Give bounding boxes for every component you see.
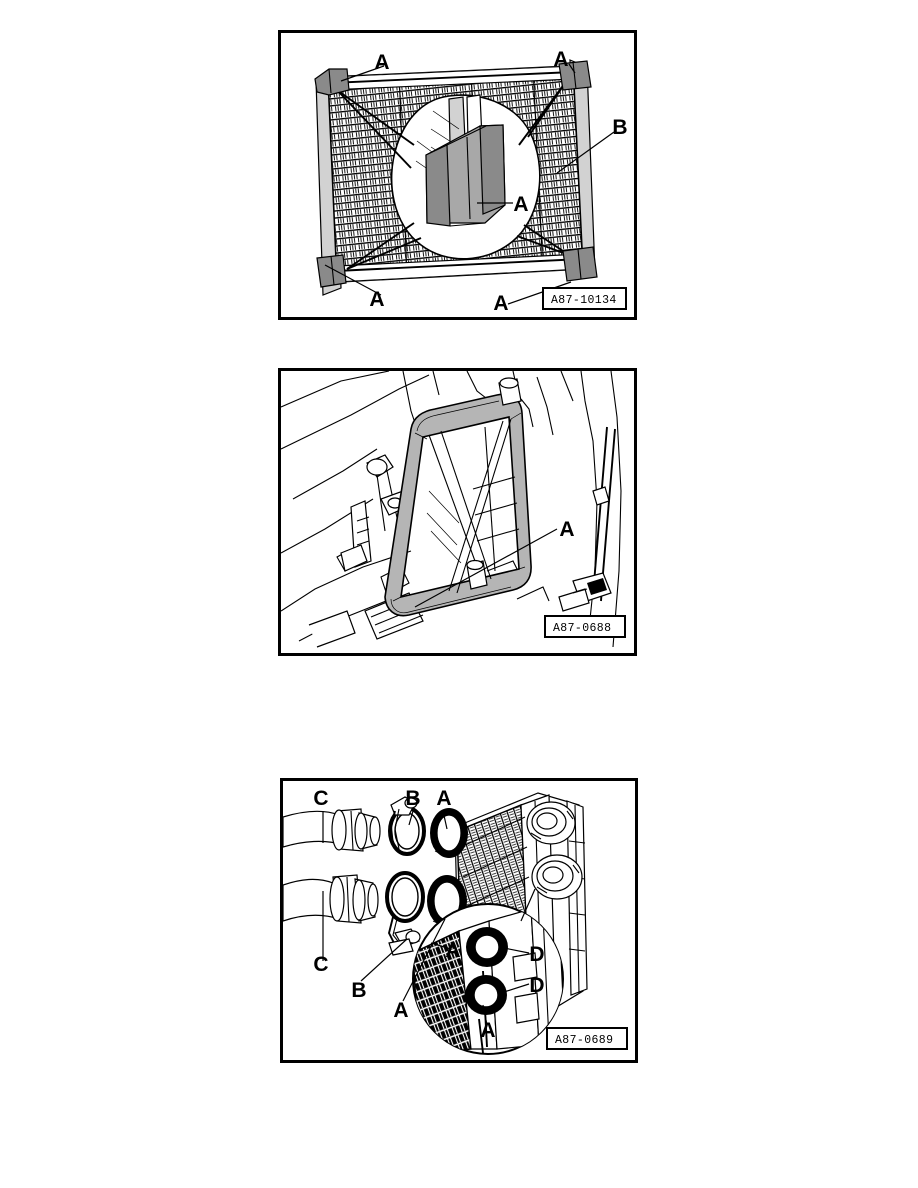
leader-a-detail-left [430, 942, 452, 950]
detail-port-upper [466, 927, 508, 967]
figure-1-drawing: A A B A A A A87-10134 [314, 48, 628, 315]
callout-a-seal: A [559, 518, 574, 541]
hose-lower [283, 874, 379, 924]
callout-b-lower: B [351, 979, 366, 1002]
corner-mount-bracket-bottom-left [316, 254, 347, 288]
corner-mount-bracket-top-right [558, 60, 592, 91]
leader-a-seal [414, 528, 558, 608]
center-insulation-block [425, 124, 506, 227]
corner-mount-bracket-bottom-right [562, 246, 598, 282]
exchanger-port-lower [531, 854, 583, 900]
figure-2-id-box: A87-0688 [544, 615, 626, 638]
callout-a-top-right: A [553, 48, 568, 71]
leader-a-lower [402, 918, 446, 1002]
upper-pipe-stub [498, 377, 534, 428]
callout-a-top-left: A [374, 51, 389, 74]
figure-2-drawing: A A87-0688 [281, 371, 626, 648]
seal-interior-structure [426, 418, 520, 594]
o-ring-upper [430, 808, 468, 858]
leader-b [556, 131, 615, 174]
leader-a-upper [442, 810, 448, 830]
figure-1-id-label: A87-10134 [551, 294, 617, 307]
leader-b-lower [360, 938, 408, 982]
leader-a-top-left [340, 65, 385, 82]
spring-clamp-lower [385, 871, 425, 956]
leader-a-bottom-right [507, 281, 572, 305]
figure-3-drawing: C B A C B A A D D A A87-0689 [283, 787, 628, 1055]
figure-3-id-label: A87-0689 [555, 1034, 613, 1047]
callout-a-bottom-right: A [493, 292, 508, 315]
leader-b-upper [408, 810, 414, 826]
callout-b-upper: B [405, 787, 420, 810]
leader-a-detail-bottom [482, 1004, 488, 1026]
figure-housing-seal: A A87-0688 [278, 368, 637, 656]
leader-a-top-right [568, 63, 576, 74]
callout-a-upper: A [436, 787, 451, 810]
callout-a-bottom-left: A [369, 288, 384, 311]
detail-port-lower [465, 975, 507, 1015]
exchanger-port-upper [526, 801, 576, 845]
callout-a-lower: A [393, 999, 408, 1022]
figure-condenser-mounts: A A B A A A A87-10134 [278, 30, 637, 320]
leader-d-upper [498, 946, 530, 954]
support-rod-bracket [558, 426, 616, 612]
callout-b-right: B [612, 116, 627, 139]
leader-d-lower [500, 983, 530, 994]
callout-a-detail-bottom: A [480, 1019, 495, 1042]
callout-d-lower: D [529, 974, 544, 997]
callout-c-lower: C [313, 953, 328, 976]
figure-2-id-label: A87-0688 [553, 622, 611, 635]
lower-pipe-stub [466, 559, 488, 590]
corner-mount-bracket-top-left [314, 68, 350, 96]
spring-clamp-upper [388, 796, 426, 856]
hose-upper [283, 808, 381, 852]
callout-a-center: A [513, 193, 528, 216]
figure-3-id-box: A87-0689 [546, 1027, 628, 1050]
callout-c-upper: C [313, 787, 328, 810]
callout-d-upper: D [529, 943, 544, 966]
figure-line-connections: C B A C B A A D D A A87-0689 [280, 778, 638, 1063]
callout-a-detail-left: A [445, 939, 460, 962]
figure-1-id-box: A87-10134 [542, 287, 627, 310]
leader-a-bottom-left [324, 264, 382, 296]
seal-frame [384, 393, 532, 617]
